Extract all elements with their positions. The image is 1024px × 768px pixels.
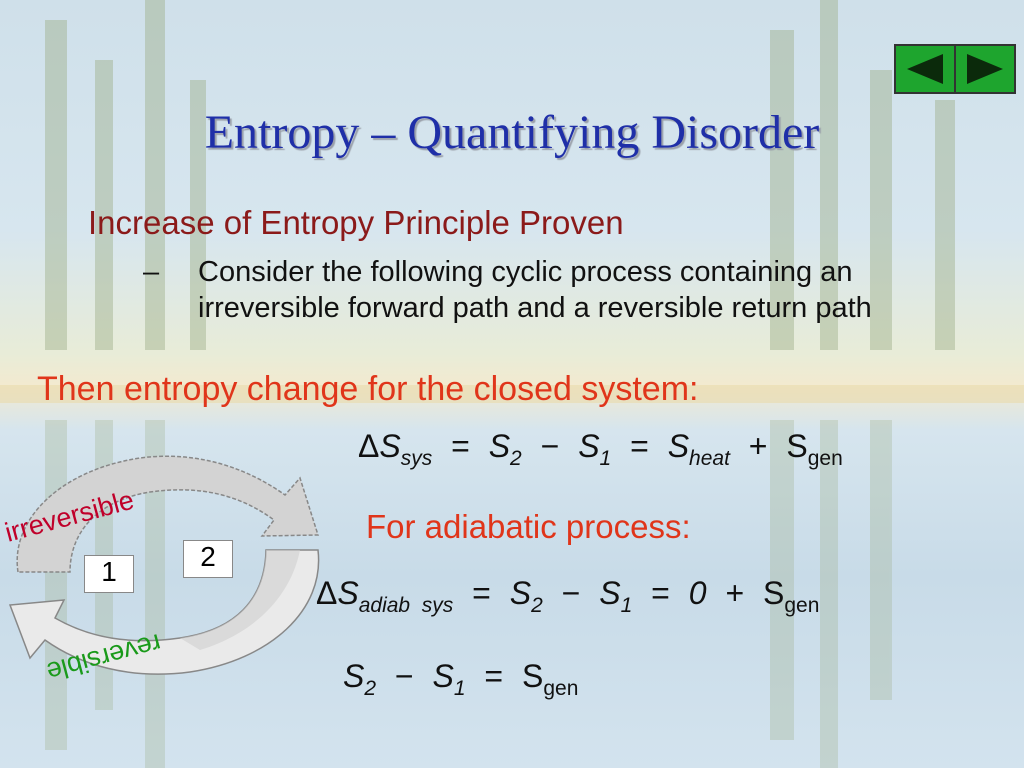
eq2-sub-1: 1 — [620, 594, 633, 617]
delta-symbol: Δ — [316, 575, 338, 611]
eq1-sub-2: 2 — [510, 447, 522, 470]
eq3-s1: S — [432, 658, 454, 694]
eq3-minus: − — [394, 658, 414, 694]
eq3-sub-gen: gen — [543, 677, 579, 700]
eq1-s-gen: S — [786, 428, 808, 464]
cycle-arrows: irreversible reversible — [2, 455, 320, 687]
eq3-sub-1: 1 — [453, 677, 466, 700]
triangle-right-icon — [967, 54, 1003, 84]
eq1-s1: S — [578, 428, 600, 464]
subheading: Increase of Entropy Principle Proven — [88, 204, 624, 241]
eq1-s: S — [379, 428, 401, 464]
eq1-minus: − — [540, 428, 560, 464]
equation-adiabatic: ΔSadiab sys = S2 − S1 = 0 + Sgen — [316, 575, 819, 618]
next-slide-button[interactable] — [956, 46, 1014, 92]
irreversible-arrow — [16, 455, 320, 573]
eq1-s-heat: S — [667, 428, 690, 464]
eq1-sub-sys: sys — [400, 447, 433, 470]
eq2-equals: = — [472, 575, 491, 611]
eq2-zero: 0 — [688, 575, 707, 611]
triangle-left-icon — [907, 54, 943, 84]
eq2-plus: + — [725, 575, 745, 611]
eq2-sub-gen: gen — [784, 594, 820, 617]
cycle-diagram: irreversible reversible 1 2 — [0, 440, 340, 700]
eq2-s-gen: S — [763, 575, 785, 611]
eq3-s-gen: S — [522, 658, 544, 694]
previous-slide-button[interactable] — [896, 46, 956, 92]
eq1-s2: S — [488, 428, 511, 464]
eq1-equals: = — [451, 428, 470, 464]
equation-result: S2 − S1 = Sgen — [343, 658, 578, 701]
eq3-sub-2: 2 — [364, 677, 377, 700]
then-statement: Then entropy change for the closed syste… — [37, 370, 699, 408]
eq2-sub-2: 2 — [531, 594, 543, 617]
eq1-sub-1: 1 — [599, 447, 612, 470]
bullet-marker: – — [143, 256, 160, 288]
eq3-s2: S — [343, 658, 365, 694]
eq1-plus: + — [748, 428, 768, 464]
eq1-sub-heat: heat — [689, 447, 730, 470]
eq2-sub-adiab-sys: adiab sys — [358, 594, 454, 617]
slide-title: Entropy – Quantifying Disorder — [204, 106, 820, 159]
eq2-minus: − — [561, 575, 581, 611]
bullet-text: Consider the following cyclic process co… — [198, 256, 872, 324]
eq2-s: S — [337, 575, 359, 611]
eq1-equals-2: = — [630, 428, 649, 464]
state-2-box: 2 — [183, 540, 233, 578]
eq2-equals-2: = — [651, 575, 670, 611]
eq2-s2: S — [509, 575, 532, 611]
slide-navigation — [894, 44, 1016, 94]
adiabatic-label: For adiabatic process: — [366, 508, 691, 545]
eq2-s1: S — [599, 575, 621, 611]
state-1-box: 1 — [84, 555, 134, 593]
equation-entropy-change: ΔSsys = S2 − S1 = Sheat + Sgen — [358, 428, 843, 471]
eq3-equals: = — [484, 658, 504, 694]
eq1-sub-gen: gen — [807, 447, 843, 470]
delta-symbol: Δ — [358, 428, 380, 464]
